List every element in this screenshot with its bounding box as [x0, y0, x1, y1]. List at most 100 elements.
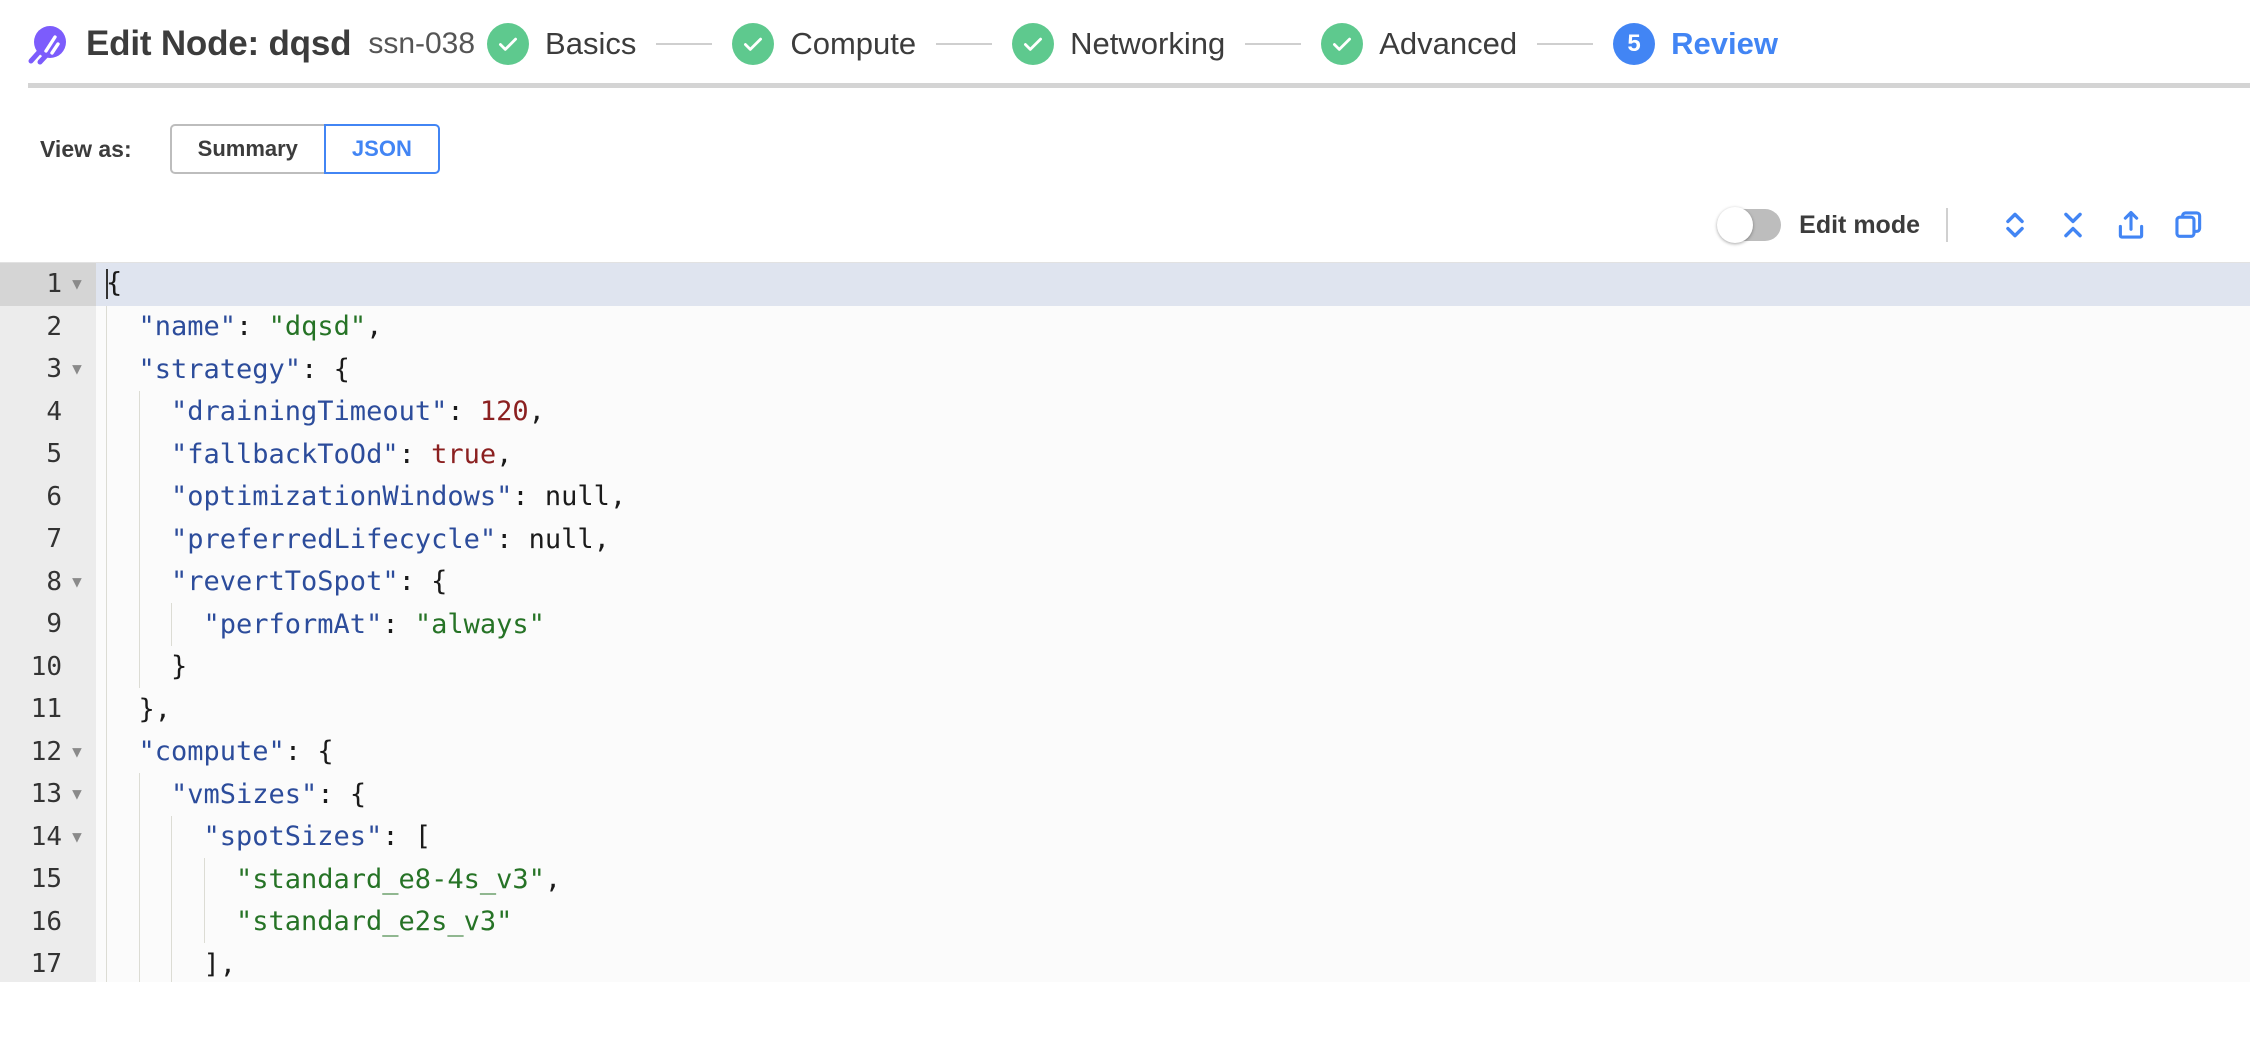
collapse-all-icon[interactable]	[2056, 208, 2090, 242]
code-line[interactable]: 2"name": "dqsd",	[0, 305, 2250, 348]
token-punc: : {	[284, 736, 334, 768]
code-line[interactable]: 13▼"vmSizes": {	[0, 773, 2250, 816]
indent-guide	[171, 603, 172, 646]
token-null: null	[544, 481, 610, 513]
step-status-circle	[1321, 23, 1364, 65]
fold-toggle-icon[interactable]: ▼	[72, 826, 82, 846]
stepper-step-compute[interactable]: Compute	[732, 23, 916, 65]
code-line-content[interactable]: "standard_e8-4s_v3",	[96, 858, 2250, 901]
code-line[interactable]: 8▼"revertToSpot": {	[0, 560, 2250, 603]
code-line-content[interactable]: "compute": {	[96, 730, 2250, 773]
stepper-label: Basics	[545, 26, 637, 61]
step-status-circle: 5	[1613, 23, 1656, 65]
indent-guide	[106, 773, 107, 816]
code-line-content[interactable]: "preferredLifecycle": null,	[96, 518, 2250, 561]
code-line[interactable]: 14 ▼ "spotSizes": [	[0, 815, 2250, 858]
code-line[interactable]: 12▼"compute": {	[0, 730, 2250, 773]
code-line-content[interactable]: "strategy": {	[96, 348, 2250, 391]
indent-guide	[106, 433, 107, 476]
code-line-content[interactable]: ],	[96, 943, 2250, 982]
edit-mode-toggle[interactable]	[1717, 207, 1782, 243]
line-number: 3	[46, 354, 62, 385]
fold-toggle-icon[interactable]: ▼	[72, 784, 82, 804]
stepper-label: Review	[1671, 26, 1778, 61]
line-number-gutter: 6	[0, 475, 96, 518]
stepper-step-advanced[interactable]: Advanced	[1321, 23, 1517, 65]
fold-toggle-icon[interactable]: ▼	[72, 571, 82, 591]
code-tokens: "performAt": "always"	[106, 611, 545, 638]
indent-guide	[106, 603, 107, 646]
code-line[interactable]: 5"fallbackToOd": true,	[0, 433, 2250, 476]
code-line-content[interactable]: {	[96, 263, 2250, 306]
code-line-content[interactable]: },	[96, 688, 2250, 731]
code-line-content[interactable]: "vmSizes": {	[96, 773, 2250, 816]
step-status-circle	[1012, 23, 1055, 65]
view-as-segmented-control[interactable]: Summary JSON	[169, 124, 440, 174]
token-punc: ,	[609, 481, 627, 513]
indent-guide	[106, 943, 107, 982]
code-line-content[interactable]: "name": "dqsd",	[96, 305, 2250, 348]
code-line[interactable]: 17],	[0, 943, 2250, 982]
line-number-gutter: 4	[0, 390, 96, 433]
token-str: "standard_e2s_v3"	[236, 906, 513, 938]
code-line-content[interactable]: "revertToSpot": {	[96, 560, 2250, 603]
code-line[interactable]: 16 "standard_e2s_v3"	[0, 900, 2250, 943]
json-code-editor[interactable]: 1▼{2"name": "dqsd",3▼"strategy": {4"drai…	[0, 262, 2250, 982]
copy-icon[interactable]	[2172, 208, 2206, 242]
step-number: 5	[1627, 30, 1641, 57]
code-tokens: "name": "dqsd",	[106, 311, 383, 343]
code-line-content[interactable]: "drainingTimeout": 120,	[96, 390, 2250, 433]
code-line[interactable]: 9"performAt": "always"	[0, 603, 2250, 646]
code-line[interactable]: 7"preferredLifecycle": null,	[0, 518, 2250, 561]
line-number: 6	[46, 481, 62, 512]
line-number: 4	[46, 396, 62, 427]
view-as-json-button[interactable]: JSON	[323, 124, 440, 174]
code-line-content[interactable]: }	[96, 645, 2250, 688]
code-line[interactable]: 15"standard_e8-4s_v3",	[0, 858, 2250, 901]
token-str: "standard_e8-4s_v3"	[236, 863, 545, 895]
code-line-content[interactable]: "performAt": "always"	[96, 603, 2250, 646]
code-line[interactable]: 10}	[0, 645, 2250, 688]
indent-guide	[138, 433, 140, 476]
line-number-gutter: 8▼	[0, 560, 96, 603]
token-null: null	[528, 523, 594, 555]
token-key: "spotSizes"	[203, 821, 383, 853]
token-num: 120	[479, 396, 529, 428]
share-export-icon[interactable]	[2114, 208, 2148, 242]
code-tokens: "optimizationWindows": null,	[106, 483, 626, 510]
token-key: "fallbackToOd"	[171, 438, 399, 470]
line-number-gutter: 15	[0, 858, 96, 901]
token-punc: ,	[496, 438, 513, 470]
indent-guide	[106, 305, 107, 348]
code-line[interactable]: 11},	[0, 688, 2250, 731]
check-icon	[1024, 37, 1043, 51]
fold-toggle-icon[interactable]: ▼	[72, 359, 82, 379]
line-number: 16	[30, 906, 62, 937]
code-line-content[interactable]: "optimizationWindows": null,	[96, 475, 2250, 518]
token-punc: :	[236, 311, 269, 343]
indent-guide	[106, 560, 107, 603]
fold-toggle-icon[interactable]: ▼	[72, 274, 82, 294]
line-number-gutter: 12▼	[0, 730, 96, 773]
check-icon	[499, 37, 518, 51]
code-line[interactable]: 4 "drainingTimeout": 120,	[0, 390, 2250, 433]
expand-all-icon[interactable]	[1998, 208, 2032, 242]
code-line-content[interactable]: "fallbackToOd": true,	[96, 433, 2250, 476]
code-line[interactable]: 1▼{	[0, 263, 2250, 306]
code-line-content[interactable]: "standard_e2s_v3"	[96, 900, 2250, 943]
view-as-summary-button[interactable]: Summary	[169, 124, 324, 174]
fold-toggle-icon[interactable]: ▼	[72, 741, 82, 761]
code-line-content[interactable]: "spotSizes": [	[96, 815, 2250, 858]
code-tokens: "spotSizes": [	[106, 821, 432, 853]
code-tokens: "strategy": {	[106, 356, 350, 383]
stepper-step-basics[interactable]: Basics	[487, 23, 636, 65]
code-line[interactable]: 6 "optimizationWindows": null,	[0, 475, 2250, 518]
code-line[interactable]: 3 ▼ "strategy": {	[0, 348, 2250, 391]
stepper-step-networking[interactable]: Networking	[1012, 23, 1225, 65]
stepper-step-review[interactable]: 5 Review	[1613, 23, 1778, 65]
line-number: 14	[30, 821, 62, 852]
token-key: "strategy"	[138, 353, 302, 385]
code-tokens: },	[106, 696, 172, 723]
indent-guide	[106, 390, 107, 433]
wizard-stepper: Basics Compute Networking Advanced	[475, 23, 2250, 65]
